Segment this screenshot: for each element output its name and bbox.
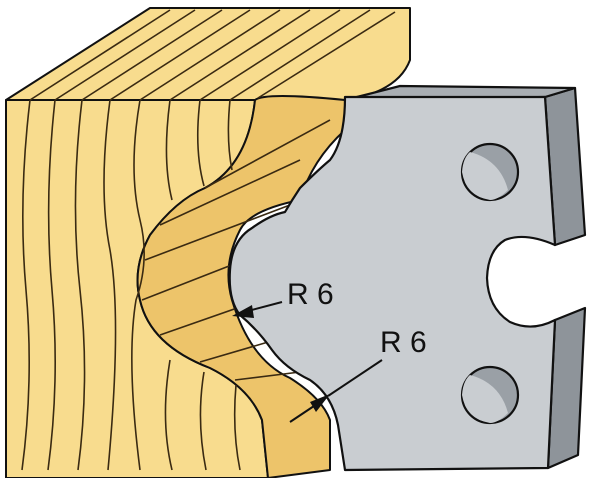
arrowhead-lower	[310, 394, 330, 412]
radius-lower-callout: R 6	[289, 326, 427, 423]
radius-upper-callout: R 6	[232, 278, 334, 318]
wood-top-face	[5, 7, 411, 101]
radius-lower-label: R 6	[380, 326, 427, 359]
profile-knife	[228, 84, 587, 472]
wood-grain	[21, 9, 396, 471]
arrowhead-upper	[232, 305, 254, 318]
radius-upper-label: R 6	[287, 278, 334, 311]
